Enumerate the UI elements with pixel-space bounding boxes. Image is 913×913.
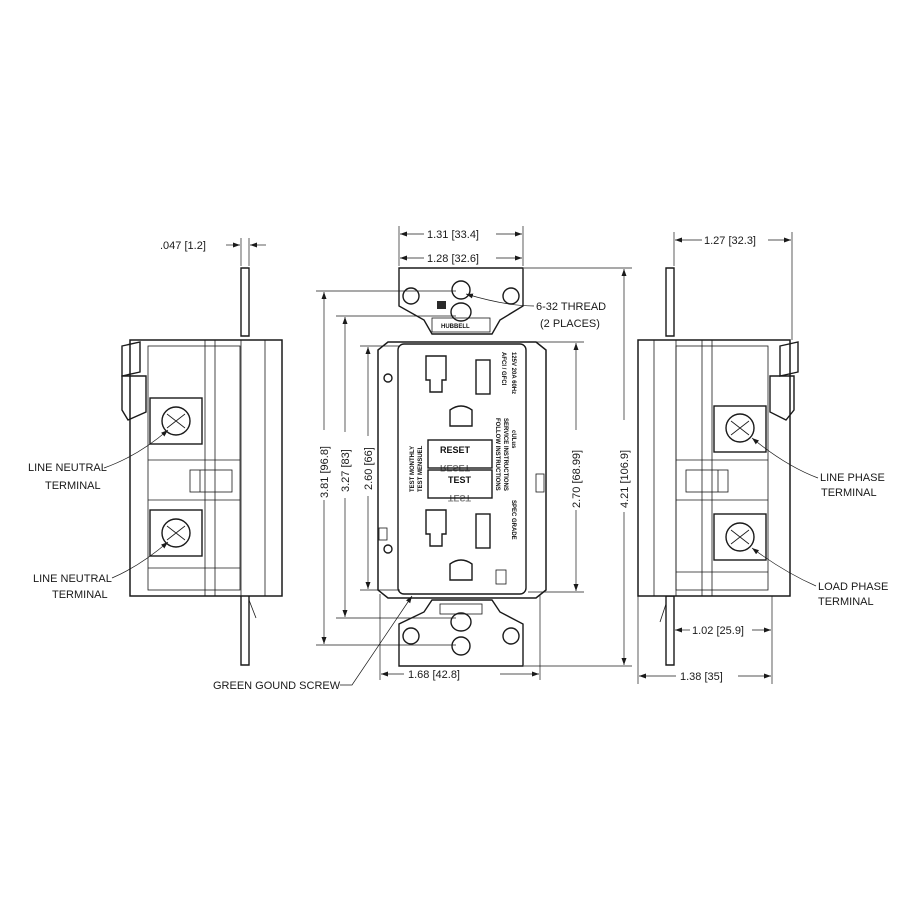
dim-height-381: 3.81 [96.8]	[316, 290, 456, 646]
right-lower-terminal	[713, 513, 767, 561]
marking-service: SERVICE INSTRUCTIONS	[502, 418, 508, 491]
dim-bottom-width: 1.68 [42.8]	[379, 594, 541, 681]
svg-text:(2 PLACES): (2 PLACES)	[540, 318, 600, 330]
marking-spec: SPEC GRADE	[510, 500, 516, 540]
svg-text:TERMINAL: TERMINAL	[45, 480, 101, 492]
reset-label-mirror: RESET	[440, 463, 471, 473]
dim-right-138-text: 1.38 [35]	[680, 671, 723, 683]
right-upper-terminal	[713, 405, 767, 453]
marking-test-monthly: TEST MONTHLY	[410, 446, 416, 492]
dim-height-270: 2.70 [68.99]	[528, 341, 584, 593]
dim-right-depth-text: 1.27 [32.3]	[704, 235, 756, 247]
dim-height-270-text: 2.70 [68.99]	[571, 450, 583, 508]
dim-right-138: 1.38 [35]	[637, 596, 773, 684]
dim-height-327-text: 3.27 [83]	[340, 449, 352, 492]
left-side-view	[121, 267, 283, 666]
svg-text:LINE NEUTRAL: LINE NEUTRAL	[28, 462, 107, 474]
dim-height-381-text: 3.81 [96.8]	[319, 446, 331, 498]
test-label-mirror: TEST	[448, 493, 472, 503]
dim-face-width: 1.28 [32.6]	[400, 253, 522, 265]
dim-height-260-text: 2.60 [66]	[363, 447, 375, 490]
marking-afci: AFCI / GFCI	[500, 352, 506, 386]
svg-text:LOAD PHASE: LOAD PHASE	[818, 581, 888, 593]
dim-height-421: 4.21 [106.9]	[524, 267, 632, 667]
dim-right-102: 1.02 [25.9]	[675, 596, 773, 640]
svg-text:6-32 THREAD: 6-32 THREAD	[536, 301, 606, 313]
svg-text:TERMINAL: TERMINAL	[818, 596, 874, 608]
front-view: HUBBELL RESET RESET TEST TEST AFCI / GFC…	[377, 267, 547, 667]
callout-thread: 6-32 THREAD (2 PLACES)	[465, 293, 606, 330]
svg-text:TERMINAL: TERMINAL	[52, 589, 108, 601]
svg-text:LINE PHASE: LINE PHASE	[820, 472, 885, 484]
dim-height-327: 3.27 [83]	[336, 315, 456, 619]
dim-height-421-text: 4.21 [106.9]	[619, 450, 631, 508]
dim-face-width-text: 1.28 [32.6]	[427, 253, 479, 265]
callout-load-phase: LOAD PHASE TERMINAL	[751, 547, 888, 608]
dim-height-260: 2.60 [66]	[360, 345, 400, 591]
marking-test-monthly-2: TEST MENSUEL	[418, 445, 424, 492]
dim-right-102-text: 1.02 [25.9]	[692, 625, 744, 637]
dim-top-width: 1.31 [33.4]	[398, 226, 524, 266]
test-label: TEST	[448, 475, 472, 485]
left-upper-terminal	[149, 397, 203, 445]
svg-text:LINE NEUTRAL: LINE NEUTRAL	[33, 573, 112, 585]
dim-top-width-text: 1.31 [33.4]	[427, 229, 479, 241]
callout-line-phase: LINE PHASE TERMINAL	[751, 437, 885, 499]
svg-text:GREEN GOUND SCREW: GREEN GOUND SCREW	[213, 680, 341, 692]
reset-label: RESET	[440, 445, 471, 455]
marking-follow: FOLLOW INSTRUCTIONS	[494, 418, 500, 491]
dim-side-thickness: .047 [1.2]	[160, 238, 266, 266]
callout-ground-screw: GREEN GOUND SCREW	[213, 595, 413, 692]
marking-rating: 125V 20A 60Hz	[510, 352, 516, 394]
dim-bottom-width-text: 1.68 [42.8]	[408, 669, 460, 681]
callout-line-neutral-upper: LINE NEUTRAL TERMINAL	[28, 429, 169, 492]
right-side-view	[637, 267, 799, 666]
dim-right-depth: 1.27 [32.3]	[673, 232, 793, 340]
brand-marking: HUBBELL	[441, 324, 470, 330]
callout-line-neutral-lower: LINE NEUTRAL TERMINAL	[33, 541, 169, 601]
left-lower-terminal	[149, 509, 203, 557]
marking-listing: cULus	[510, 430, 516, 449]
dim-side-thickness-text: .047 [1.2]	[160, 240, 206, 252]
svg-text:TERMINAL: TERMINAL	[821, 487, 877, 499]
